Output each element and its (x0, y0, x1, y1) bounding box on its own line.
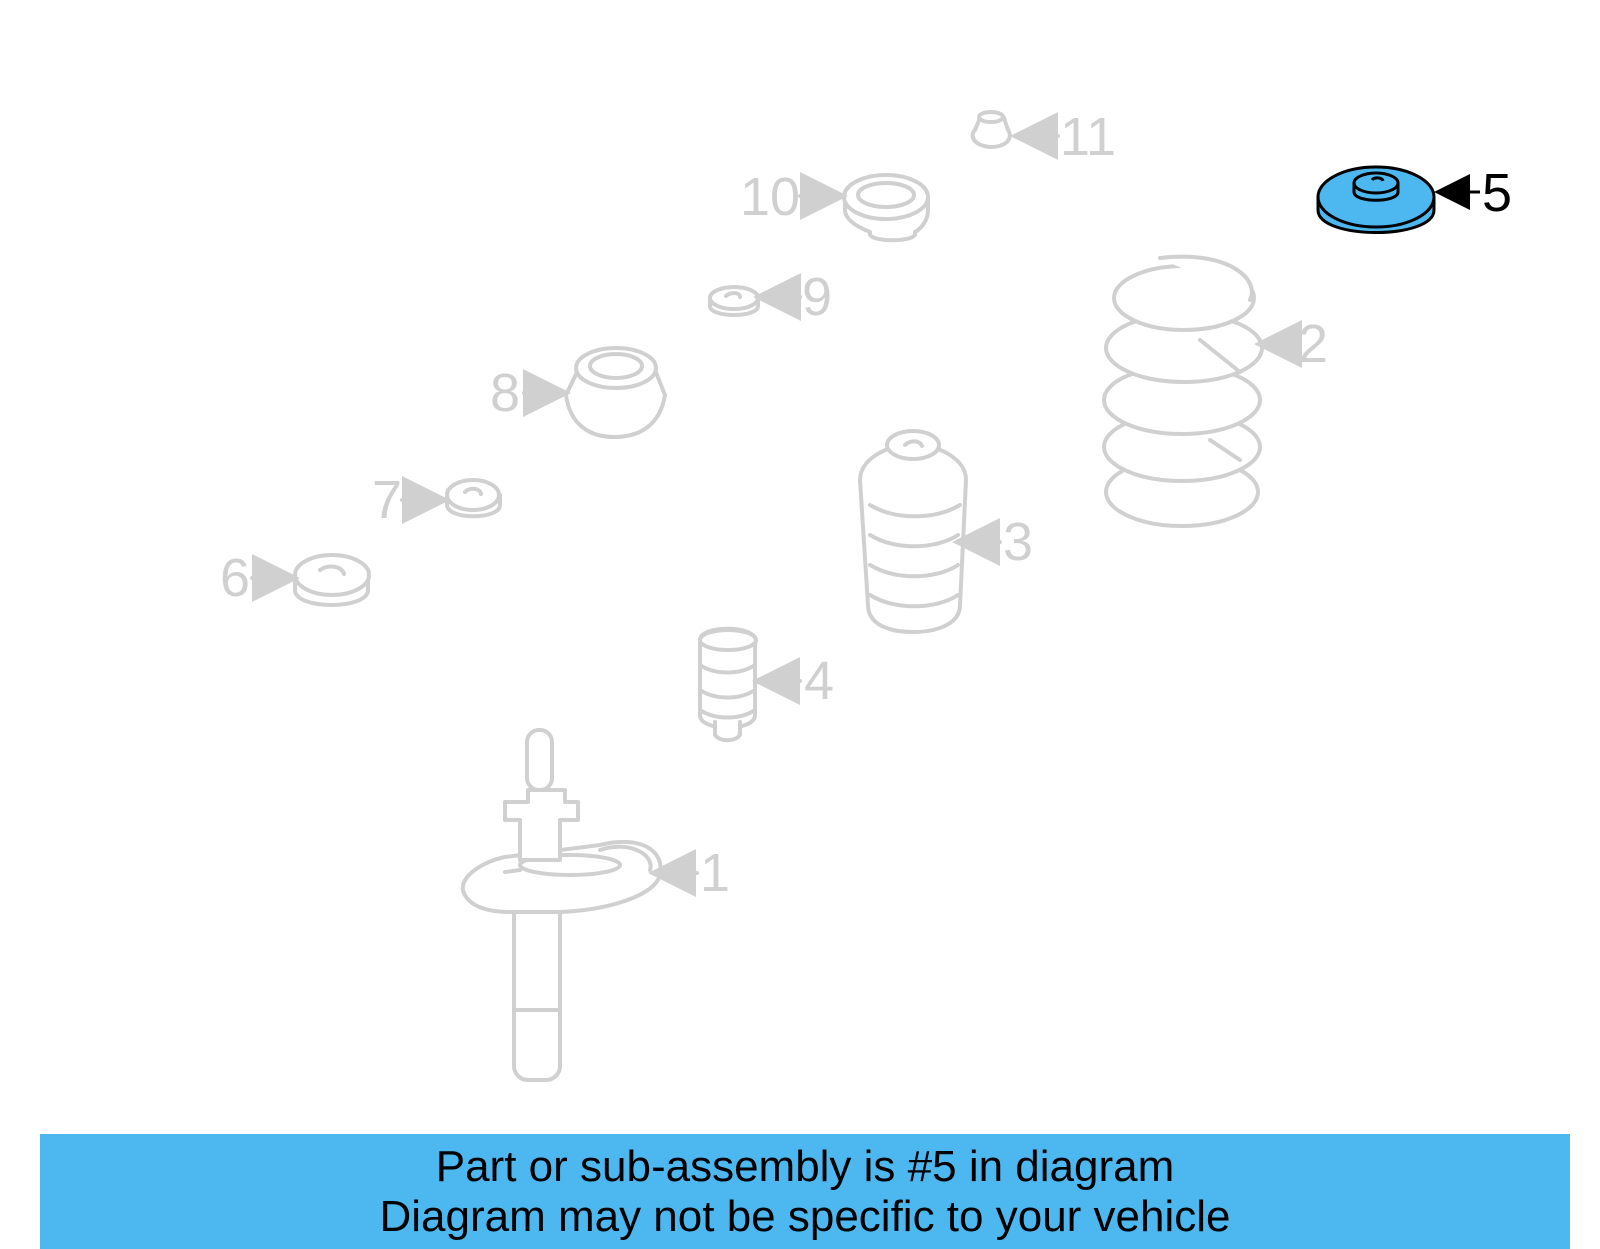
spring-seat-icon[interactable] (1316, 165, 1480, 234)
banner-line-2: Diagram may not be specific to your vehi… (379, 1191, 1231, 1241)
part-label-8: 8 (490, 363, 520, 423)
nut-icon (708, 285, 760, 317)
part-label-1: 1 (700, 843, 730, 903)
washer-icon (293, 553, 371, 607)
strut-mount-icon (564, 346, 667, 439)
part-label-7: 7 (372, 470, 402, 530)
cap-icon (970, 110, 1012, 149)
part-label-2: 2 (1298, 314, 1328, 374)
bearing-icon (842, 173, 930, 243)
part-label-9: 9 (802, 267, 832, 327)
banner-line-1: Part or sub-assembly is #5 in diagram (435, 1141, 1175, 1191)
leader-arrows (250, 112, 1302, 897)
part-label-5[interactable]: 5 (1482, 163, 1512, 223)
part-label-11: 11 (1060, 107, 1116, 167)
parts-diagram: 1 2 3 4 5 6 7 8 9 10 11 (220, 107, 1512, 1082)
dust-boot-icon (858, 429, 968, 634)
bump-stop-icon (698, 626, 758, 743)
part-label-6: 6 (220, 548, 250, 608)
strut-assembly-icon (460, 728, 663, 1082)
part-label-4: 4 (804, 651, 834, 711)
insulator-icon (445, 478, 502, 519)
coil-spring-icon (1102, 254, 1264, 528)
part-label-3: 3 (1003, 512, 1033, 572)
info-banner: Part or sub-assembly is #5 in diagram Di… (40, 1134, 1570, 1249)
part-label-10: 10 (740, 167, 800, 227)
